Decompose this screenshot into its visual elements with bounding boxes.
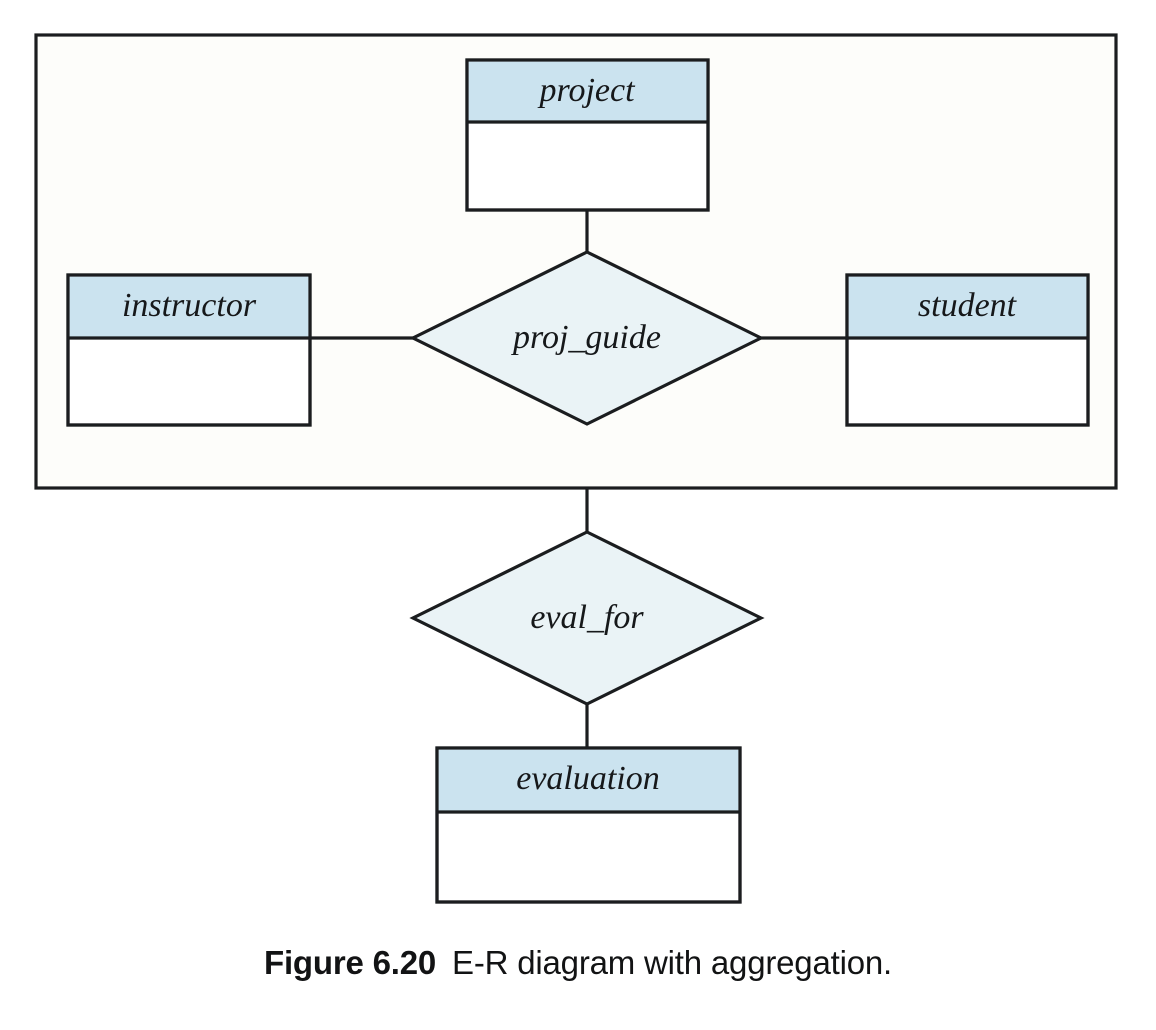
figure-caption-label: Figure 6.20 [264, 944, 437, 981]
entity-project[interactable]: project [465, 58, 710, 212]
entity-instructor[interactable]: instructor [66, 273, 312, 427]
entity-evaluation-frame [435, 746, 742, 904]
relationship-proj-guide[interactable]: proj_guide [409, 250, 765, 426]
entity-student-label: student [918, 287, 1018, 324]
figure-caption: Figure 6.20 E-R diagram with aggregation. [0, 944, 1156, 982]
entity-instructor-header-fill [69, 276, 309, 338]
relationship-proj-guide-label: proj_guide [511, 319, 661, 356]
entity-evaluation-label: evaluation [516, 760, 660, 797]
figure-caption-text: E-R diagram with aggregation. [452, 944, 892, 981]
relationship-eval-for-label: eval_for [530, 599, 644, 636]
entity-evaluation[interactable]: evaluation [435, 746, 742, 904]
entity-evaluation-header-fill [438, 749, 739, 812]
entity-instructor-label: instructor [122, 287, 257, 324]
entity-project-header-fill [468, 61, 707, 122]
entity-student-frame [845, 273, 1090, 427]
entity-student-header-fill [848, 276, 1087, 338]
entity-student[interactable]: student [845, 273, 1090, 427]
entity-project-frame [465, 58, 710, 212]
entity-instructor-frame [66, 273, 312, 427]
relationship-eval-for-diamond [409, 530, 765, 706]
entity-project-label: project [537, 72, 636, 109]
relationship-eval-for[interactable]: eval_for [409, 530, 765, 706]
relationship-proj-guide-diamond [409, 250, 765, 426]
